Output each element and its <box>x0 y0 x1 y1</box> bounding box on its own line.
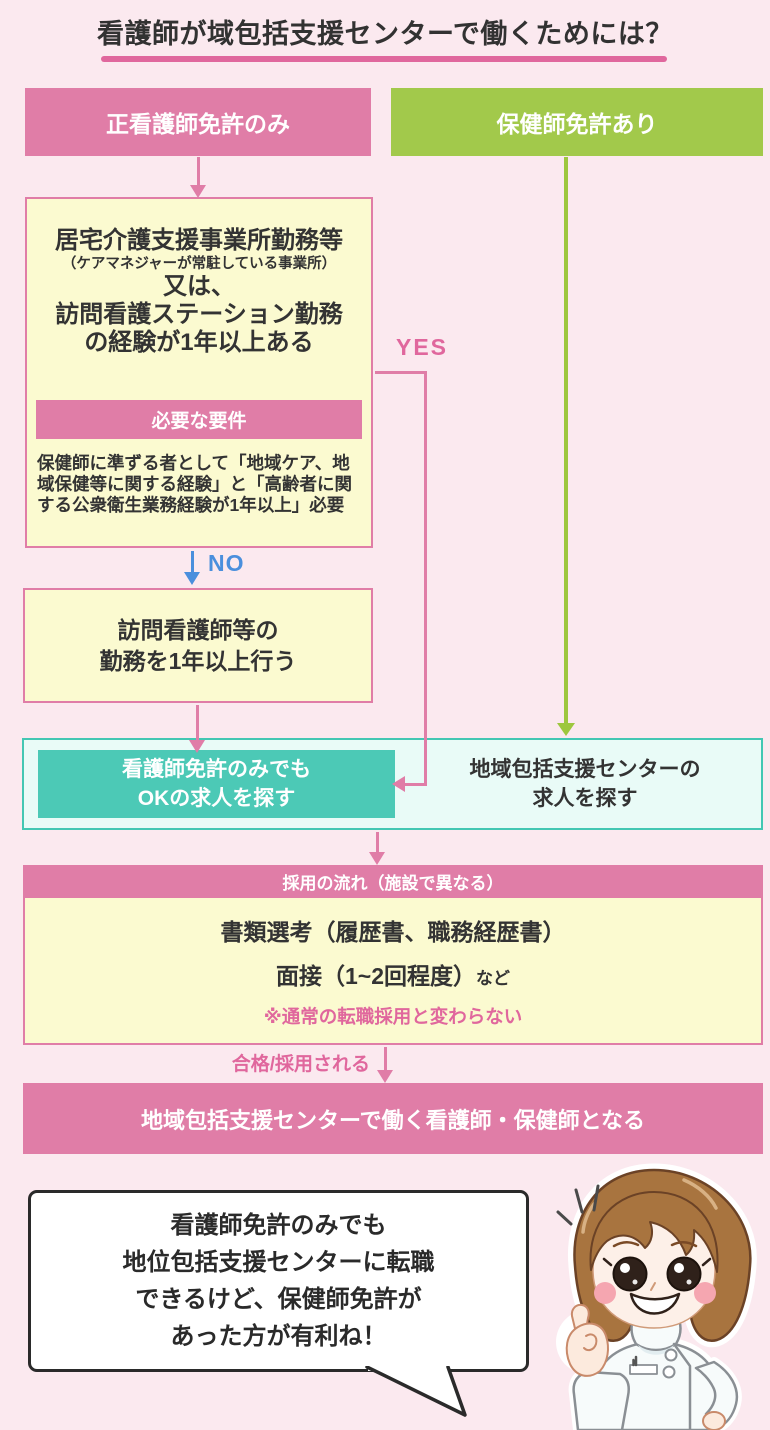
arrow-branch-left-head <box>190 185 206 198</box>
no-label: NO <box>208 550 245 576</box>
bubble-line-2: 地位包括支援センターに転職 <box>122 1249 435 1276</box>
center-search-line-2: 求人を探す <box>532 787 638 810</box>
arrow-hiring-to-result-head <box>377 1070 393 1083</box>
bubble-line-1: 看護師免許のみでも <box>170 1212 387 1239</box>
yes-arrow-head <box>392 776 405 792</box>
yes-path-vertical <box>424 371 427 785</box>
nurse-character-illustration <box>556 1163 757 1430</box>
center-search-line-1: 地域包括支援センターの <box>469 758 701 781</box>
hiring-flow-header: 採用の流れ（施設で異なる） <box>23 865 763 898</box>
hiring-step-2-suffix: など <box>476 968 510 988</box>
arrow-work-to-search-head <box>189 740 205 753</box>
title-underline <box>101 56 667 62</box>
requirement-header: 必要な要件 <box>36 400 362 439</box>
hiring-flow-box: 書類選考（履歴書、職務経歴書） 面接（1~2回程度）など ※通常の転職採用と変わ… <box>23 898 763 1045</box>
result-bar: 地域包括支援センターで働く看護師・保健師となる <box>23 1083 763 1154</box>
page-title: 看護師が域包括支援センターで働くためには？ <box>97 19 673 49</box>
hiring-step-2: 面接（1~2回程度）など <box>276 957 510 991</box>
yes-path-return <box>403 783 427 786</box>
bubble-line-3: できるけど、保健師免許が <box>135 1286 422 1313</box>
arrow-search-to-hiring-head <box>369 852 385 865</box>
nurse-only-line-1: 看護師免許のみでも <box>122 758 311 781</box>
branch-nurse-license-only: 正看護師免許のみ <box>25 88 371 156</box>
experience-line-2: （ケアマネジャーが常駐している事業所） <box>61 256 337 272</box>
experience-line-3: 又は、 <box>163 273 235 300</box>
yes-path-horizontal <box>375 371 427 374</box>
arrow-search-to-hiring-line <box>376 832 379 854</box>
experience-line-1: 居宅介護支援事業所勤務等 <box>55 227 343 254</box>
hiring-step-1: 書類選考（履歴書、職務経歴書） <box>220 918 566 945</box>
work-box-line-1: 訪問看護師等の <box>117 616 279 643</box>
center-search-text: 地域包括支援センターの 求人を探す <box>420 750 750 818</box>
arrow-branch-left-line <box>197 157 200 188</box>
experience-condition-box: 居宅介護支援事業所勤務等 （ケアマネジャーが常駐している事業所） 又は、 訪問看… <box>25 197 373 548</box>
no-arrow-line <box>191 551 194 574</box>
arrow-work-to-search-line <box>196 705 199 742</box>
hiring-note: ※通常の転職採用と変わらない <box>263 1005 523 1027</box>
arrow-green-head <box>557 723 575 736</box>
hiring-step-2-main: 面接（1~2回程度） <box>275 962 476 989</box>
bubble-line-4: あった方が有利ね！ <box>170 1323 387 1350</box>
speech-bubble-tail <box>365 1366 467 1417</box>
experience-line-4: 訪問看護ステーション勤務 <box>55 301 343 328</box>
experience-line-5: の経験が1年以上ある <box>84 329 314 356</box>
no-arrow-head <box>184 572 200 585</box>
work-box-line-2: 勤務を1年以上行う <box>99 647 297 674</box>
arrow-green-line <box>564 157 568 727</box>
requirement-text: 保健師に準ずる者として「地域ケア、地域保健等に関する経験」と「高齢者に関する公衆… <box>37 453 352 515</box>
nurse-only-search-box: 看護師免許のみでも OKの求人を探す <box>38 750 395 818</box>
yes-label: YES <box>396 334 449 360</box>
branch-public-health-license: 保健師免許あり <box>391 88 763 156</box>
pass-label: 合格/採用される <box>231 1054 370 1075</box>
arrow-hiring-to-result-line <box>384 1047 387 1072</box>
speech-bubble: 看護師免許のみでも 地位包括支援センターに転職 できるけど、保健師免許が あった… <box>28 1190 529 1372</box>
work-one-year-box: 訪問看護師等の 勤務を1年以上行う <box>23 588 373 703</box>
nurse-only-line-2: OKの求人を探す <box>137 787 296 810</box>
